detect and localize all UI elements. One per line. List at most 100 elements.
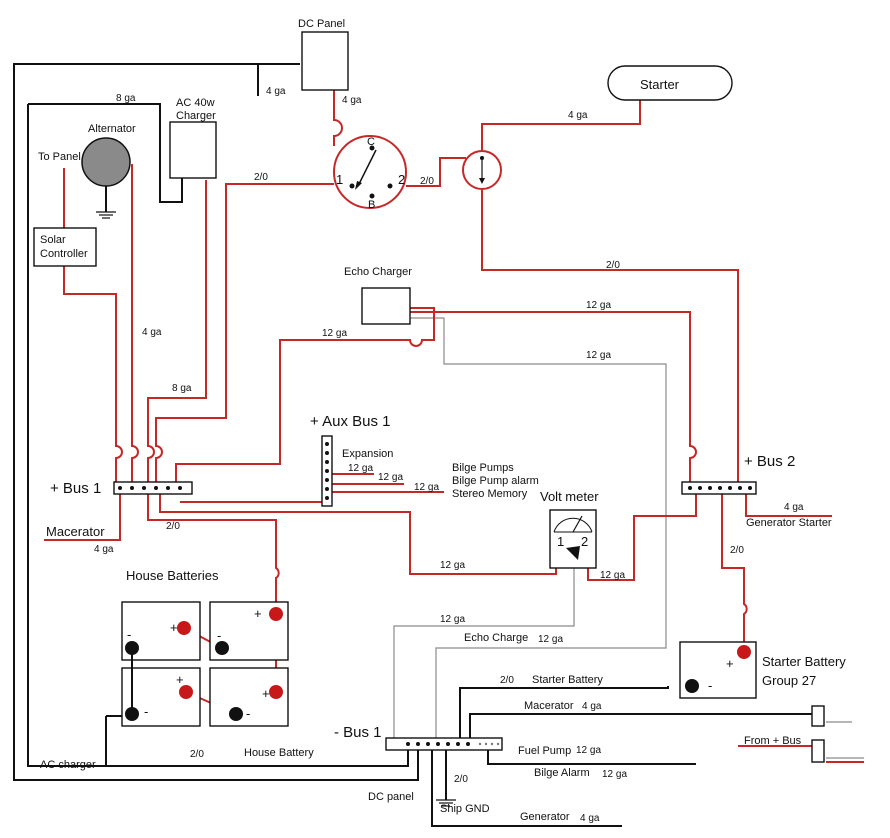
from-bus-label: From + Bus bbox=[744, 735, 802, 747]
alternator-label: Alternator bbox=[88, 123, 136, 135]
aux-bus-terminals bbox=[325, 442, 329, 500]
gauge-starter-battery: 2/0 bbox=[730, 545, 744, 556]
echo-charger-box bbox=[361, 287, 411, 325]
bilge-pump-alarm-label: Bilge Pump alarm bbox=[452, 475, 539, 487]
bus1-neg-bar bbox=[385, 737, 503, 751]
from-bus-switch bbox=[811, 739, 825, 763]
gauge-house-battery: 2/0 bbox=[190, 749, 204, 760]
house-battery-cable bbox=[147, 494, 280, 692]
gauge-aux-2: 12 ga bbox=[378, 472, 403, 483]
svg-text:+: + bbox=[176, 672, 184, 687]
gauge-solenoid-bus2: 2/0 bbox=[606, 260, 620, 271]
svg-text:+: + bbox=[254, 606, 262, 621]
starter-battery-label-2: Group 27 bbox=[762, 673, 816, 688]
echo-charge-negative-wire bbox=[410, 317, 667, 740]
battery-switch: C 1 2 B bbox=[333, 135, 407, 211]
gauge-echo-bus2: 12 ga bbox=[586, 300, 611, 311]
gauge-switch-1: 2/0 bbox=[254, 172, 268, 183]
starter-battery-negative-wire bbox=[459, 686, 669, 742]
to-panel-label: To Panel bbox=[38, 151, 81, 163]
gauge-echo-neg: 12 ga bbox=[586, 350, 611, 361]
gauge-echo-charge: 12 ga bbox=[538, 634, 563, 645]
alternator-icon bbox=[81, 137, 131, 187]
gauge-ac-charger: 8 ga bbox=[172, 383, 192, 394]
macerator-label: Macerator bbox=[46, 524, 105, 539]
gauge-macerator: 4 ga bbox=[94, 544, 114, 555]
ship-ground-symbol-icon bbox=[436, 799, 456, 807]
solenoid-to-bus2-cable bbox=[481, 190, 739, 486]
ac-charger-label-2: Charger bbox=[176, 110, 216, 122]
starter-solenoid bbox=[462, 150, 502, 190]
macerator-neg-label: Macerator bbox=[524, 700, 574, 712]
generator-label: Generator bbox=[520, 811, 570, 823]
starter-battery: - + bbox=[679, 641, 757, 699]
solar-to-bus1-wire bbox=[63, 266, 123, 484]
bus2-pos-label: + Bus 2 bbox=[744, 453, 795, 470]
aux-bus-label: + Aux Bus 1 bbox=[310, 413, 390, 430]
dc-panel-positive-wire bbox=[333, 90, 343, 146]
gauge-echo-bus1: 12 ga bbox=[322, 328, 347, 339]
gauge-labels: 4 ga 4 ga 8 ga 4 ga 2/0 2/0 2/0 12 ga 12… bbox=[94, 86, 804, 824]
switch-pos-2: 2 bbox=[398, 172, 405, 187]
switch-arrow-icon bbox=[355, 181, 362, 190]
starter-label: Starter bbox=[640, 77, 680, 92]
solar-controller-box bbox=[33, 227, 97, 267]
volt-meter-needle-icon bbox=[572, 515, 583, 533]
dc-panel-bottom-label: DC panel bbox=[368, 791, 414, 803]
volt-meter-label: Volt meter bbox=[540, 489, 599, 504]
gauge-dc-panel-pos: 4 ga bbox=[342, 95, 362, 106]
ground-symbol-icon bbox=[96, 211, 116, 219]
bilge-pumps-label: Bilge Pumps bbox=[452, 462, 514, 474]
echo-to-bus2-wire bbox=[410, 311, 697, 484]
expansion-label: Expansion bbox=[342, 448, 393, 460]
bus1-pos-label: + Bus 1 bbox=[50, 480, 101, 497]
dc-panel-ground-wire bbox=[13, 63, 419, 781]
volt-meter: 1 2 bbox=[549, 509, 597, 569]
stereo-memory-label: Stereo Memory bbox=[452, 488, 528, 500]
echo-charge-label: Echo Charge bbox=[464, 632, 528, 644]
dc-panel-label: DC Panel bbox=[298, 18, 345, 30]
bus1-neg-terminals bbox=[406, 742, 500, 746]
bilge-alarm-label: Bilge Alarm bbox=[534, 767, 590, 779]
generator-negative-wire bbox=[431, 748, 622, 827]
ac-charger-box bbox=[169, 121, 217, 179]
switch-output-stubs bbox=[826, 721, 864, 759]
bus1-to-voltmeter-wire bbox=[159, 494, 557, 575]
svg-text:-: - bbox=[246, 706, 250, 721]
gauge-bilge-alarm: 12 ga bbox=[602, 769, 627, 780]
bus2-to-voltmeter-wire bbox=[587, 494, 697, 581]
gauge-alternator: 4 ga bbox=[142, 327, 162, 338]
svg-text:+: + bbox=[170, 620, 178, 635]
switch-pos-b: B bbox=[368, 199, 375, 211]
bus1-pos-terminals bbox=[118, 486, 182, 490]
gauge-ship-gnd: 2/0 bbox=[454, 774, 468, 785]
voltmeter-terminal-2: 2 bbox=[581, 534, 588, 549]
gauge-switch-2: 2/0 bbox=[420, 176, 434, 187]
macerator-positive-wire bbox=[44, 494, 121, 541]
gauge-aux-1: 12 ga bbox=[348, 463, 373, 474]
svg-text:-: - bbox=[127, 627, 131, 642]
gauge-aux-3: 12 ga bbox=[414, 482, 439, 493]
macerator-negative-wire bbox=[469, 713, 812, 742]
gauge-voltmeter-neg: 12 ga bbox=[440, 614, 465, 625]
charger-negative-wire bbox=[28, 103, 183, 203]
echo-charger-label: Echo Charger bbox=[344, 266, 412, 278]
house-batteries-label: House Batteries bbox=[126, 568, 219, 583]
ship-gnd-label: Ship GND bbox=[440, 803, 490, 815]
aux-bus-branch-wires bbox=[328, 473, 444, 493]
svg-text:-: - bbox=[144, 704, 148, 719]
gauge-voltmeter-1: 12 ga bbox=[440, 560, 465, 571]
bus1-neg-label: - Bus 1 bbox=[334, 724, 382, 741]
dc-panel-box bbox=[301, 31, 349, 91]
starter-battery-neg-label: Starter Battery bbox=[532, 674, 603, 686]
svg-text:-: - bbox=[217, 628, 221, 643]
gauge-charger-neg: 8 ga bbox=[116, 93, 136, 104]
ac-charger-negative-wire bbox=[27, 104, 409, 767]
gauge-house: 2/0 bbox=[166, 521, 180, 532]
bus2-to-starter-battery-cable bbox=[721, 494, 748, 652]
switch-to-bus1-cable bbox=[155, 183, 334, 484]
house-battery-bank: - + - + - + - + bbox=[121, 601, 289, 727]
voltmeter-negative-wire bbox=[393, 568, 575, 740]
svg-text:+: + bbox=[726, 656, 734, 671]
generator-starter-label: Generator Starter bbox=[746, 517, 832, 529]
